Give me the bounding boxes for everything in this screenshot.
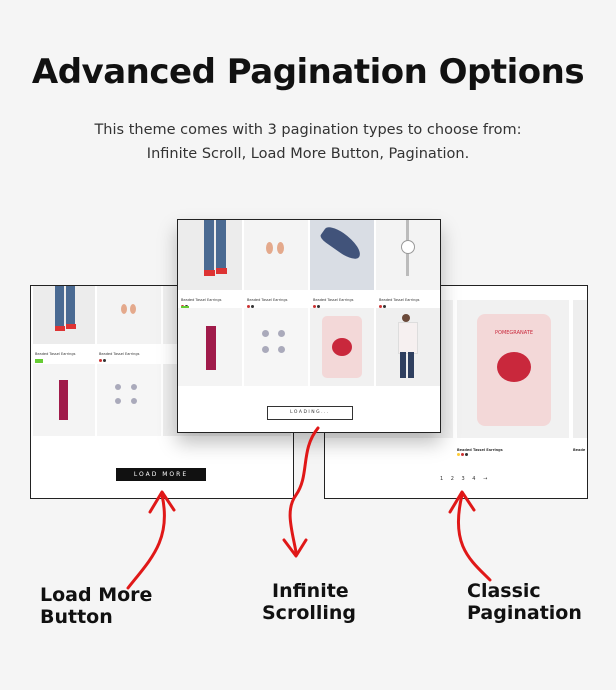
product-image-blank (573, 300, 587, 438)
load-more-label: Load More Button (40, 584, 152, 628)
load-more-button[interactable]: LOAD MORE (116, 468, 206, 481)
label-line: Button (40, 606, 113, 628)
product-image-shoe (310, 220, 374, 290)
label-line: Classic (467, 580, 541, 602)
sale-badge (35, 359, 43, 363)
product-image-model (376, 308, 440, 386)
product-image-studs (244, 308, 308, 386)
product-name: Beaded Tassel Earrings (35, 352, 76, 356)
product-name: Beaded Tassel Earrings (457, 448, 503, 452)
label-line: Scrolling (262, 602, 357, 624)
label-line: Infinite (272, 580, 349, 602)
classic-arrow-head (448, 490, 476, 514)
classic-arrow (456, 493, 492, 582)
product-image-lipstick (33, 364, 95, 436)
load-more-arrow-head (148, 490, 176, 514)
product-image-mask-pack (310, 308, 374, 386)
page-title: Advanced Pagination Options (31, 52, 585, 92)
product-name: Beaded Tassel Earrings (247, 298, 288, 302)
product-image-jeans (178, 220, 242, 290)
infinite-arrow (288, 426, 320, 554)
product-image-lipstick (178, 308, 242, 386)
product-image-watch (376, 220, 440, 290)
subtitle-line-1: This theme comes with 3 pagination types… (94, 122, 522, 138)
infinite-arrow-head (282, 538, 308, 558)
infinite-scroll-screenshot: Beaded Tassel Earrings Beaded Tassel Ear… (177, 219, 441, 433)
product-image-earrings (97, 286, 161, 344)
label-line: Load More (40, 584, 153, 606)
pagination[interactable]: 1 2 3 4 → (440, 476, 491, 482)
product-name: Beaded Tassel Earrings (99, 352, 140, 356)
product-image-mask-pack: POMEGRANATE (457, 300, 569, 438)
product-image-jeans (33, 286, 95, 344)
product-name: Beaded Tassel Earrings (379, 298, 420, 302)
product-name: Beade (573, 448, 586, 452)
product-name: Beaded Tassel Earrings (181, 298, 222, 302)
loading-indicator: LOADING... (267, 406, 353, 420)
load-more-arrow (126, 493, 166, 590)
product-card-text: POMEGRANATE (495, 330, 533, 336)
product-image-studs (97, 364, 161, 436)
subtitle-line-2: Infinite Scroll, Load More Button, Pagin… (146, 146, 470, 162)
classic-pagination-label: Classic Pagination (467, 580, 582, 624)
product-name: Beaded Tassel Earrings (313, 298, 354, 302)
infinite-scrolling-label: Infinite Scrolling (262, 580, 356, 624)
product-image-earrings (244, 220, 308, 290)
label-line: Pagination (467, 602, 582, 624)
